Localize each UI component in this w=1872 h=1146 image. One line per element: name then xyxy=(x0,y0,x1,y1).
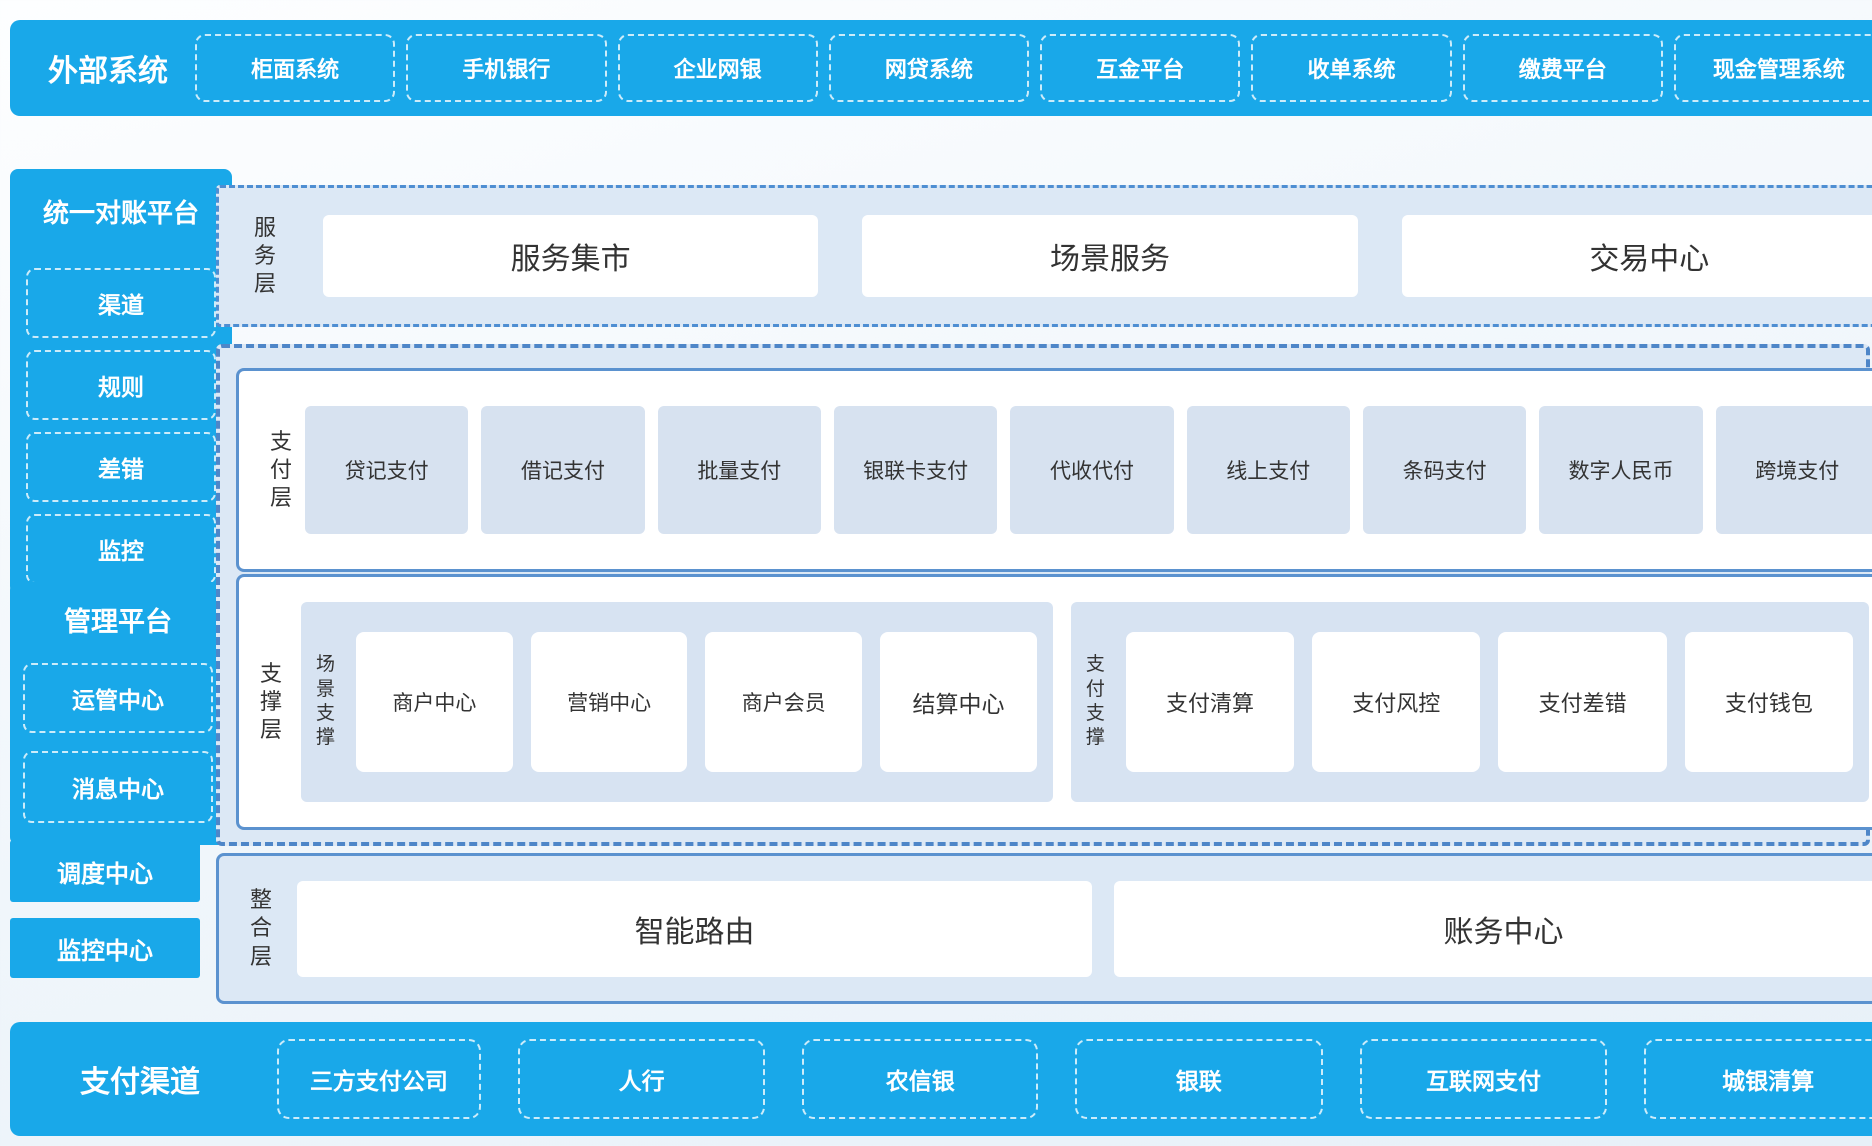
dispatch-center-block: 调度中心 xyxy=(10,840,200,902)
management-platform-panel: 管理平台 运管中心 消息中心 xyxy=(10,582,226,845)
service-layer-item: 服务集市 xyxy=(323,215,818,297)
payment-channels-bar: 支付渠道 三方支付公司 人行 农信银 银联 互联网支付 城银清算 xyxy=(10,1022,1872,1136)
payment-support-label: 支付支撑 xyxy=(1083,653,1108,750)
external-system-item: 企业网银 xyxy=(618,34,818,102)
scene-support-item: 商户会员 xyxy=(705,632,862,772)
payment-support-item: 支付风控 xyxy=(1312,632,1480,772)
payment-layer-label: 支付层 xyxy=(267,428,295,512)
management-item: 运管中心 xyxy=(23,663,213,733)
management-platform-title: 管理平台 xyxy=(23,600,213,639)
external-systems-bar: 外部系统 柜面系统 手机银行 企业网银 网贷系统 互金平台 收单系统 缴费平台 … xyxy=(10,20,1872,116)
payment-layer-item: 批量支付 xyxy=(658,406,821,534)
payment-layer-item: 线上支付 xyxy=(1187,406,1350,534)
integration-layer-panel: 整合层 智能路由 账务中心 xyxy=(216,853,1872,1004)
scene-support-group: 场景支撑 商户中心 营销中心 商户会员 结算中心 xyxy=(301,602,1053,802)
support-layer-box: 支撑层 场景支撑 商户中心 营销中心 商户会员 结算中心 支付支撑 支付清算 支… xyxy=(236,574,1872,830)
payment-layer-item: 跨境支付 xyxy=(1716,406,1872,534)
payment-layer-box: 支付层 贷记支付 借记支付 批量支付 银联卡支付 代收代付 线上支付 条码支付 … xyxy=(236,368,1872,572)
support-layer-label: 支撑层 xyxy=(257,660,285,744)
management-item: 消息中心 xyxy=(23,751,213,823)
payment-layer-item: 条码支付 xyxy=(1363,406,1526,534)
reconciliation-item: 规则 xyxy=(26,350,216,420)
payment-layer-item: 代收代付 xyxy=(1010,406,1173,534)
payment-support-item: 支付钱包 xyxy=(1685,632,1853,772)
service-layer-item: 交易中心 xyxy=(1402,215,1872,297)
external-system-item: 收单系统 xyxy=(1251,34,1451,102)
external-system-item: 互金平台 xyxy=(1040,34,1240,102)
external-systems-title: 外部系统 xyxy=(32,46,184,90)
external-system-item: 柜面系统 xyxy=(195,34,395,102)
payment-layer-item: 银联卡支付 xyxy=(834,406,997,534)
external-system-item: 缴费平台 xyxy=(1463,34,1663,102)
integration-layer-item: 智能路由 xyxy=(297,881,1092,977)
integration-layer-item: 账务中心 xyxy=(1114,881,1872,977)
scene-support-label: 场景支撑 xyxy=(313,653,338,750)
payment-channel-item: 人行 xyxy=(518,1039,766,1119)
payment-channel-item: 银联 xyxy=(1075,1039,1323,1119)
payment-support-item: 支付清算 xyxy=(1126,632,1294,772)
payment-layer-item: 贷记支付 xyxy=(305,406,468,534)
payment-channel-item: 农信银 xyxy=(802,1039,1037,1119)
monitor-center-block: 监控中心 xyxy=(10,918,200,978)
payment-support-group: 支付支撑 支付清算 支付风控 支付差错 支付钱包 xyxy=(1071,602,1869,802)
service-layer-panel: 服务层 服务集市 场景服务 交易中心 xyxy=(216,185,1872,327)
payment-channels-title: 支付渠道 xyxy=(40,1057,240,1101)
core-layers-container: 支付层 贷记支付 借记支付 批量支付 银联卡支付 代收代付 线上支付 条码支付 … xyxy=(216,344,1870,846)
service-layer-item: 场景服务 xyxy=(862,215,1357,297)
reconciliation-platform-panel: 统一对账平台 渠道 规则 差错 监控 xyxy=(10,169,232,594)
integration-layer-label: 整合层 xyxy=(247,886,275,970)
external-system-item: 现金管理系统 xyxy=(1674,34,1872,102)
payment-layer-items: 贷记支付 借记支付 批量支付 银联卡支付 代收代付 线上支付 条码支付 数字人民… xyxy=(305,406,1872,534)
reconciliation-item: 监控 xyxy=(26,514,216,584)
external-system-item: 手机银行 xyxy=(406,34,606,102)
scene-support-item: 结算中心 xyxy=(880,632,1037,772)
payment-support-item: 支付差错 xyxy=(1498,632,1666,772)
external-system-item: 网贷系统 xyxy=(829,34,1029,102)
payment-channel-item: 互联网支付 xyxy=(1360,1039,1608,1119)
payment-layer-item: 数字人民币 xyxy=(1539,406,1702,534)
payment-layer-item: 借记支付 xyxy=(481,406,644,534)
payment-channel-item: 城银清算 xyxy=(1644,1039,1872,1119)
payment-channel-item: 三方支付公司 xyxy=(277,1039,481,1119)
scene-support-item: 营销中心 xyxy=(531,632,688,772)
service-layer-label: 服务层 xyxy=(251,214,279,298)
reconciliation-item: 渠道 xyxy=(26,268,216,338)
reconciliation-platform-title: 统一对账平台 xyxy=(26,193,216,230)
reconciliation-item: 差错 xyxy=(26,432,216,502)
scene-support-item: 商户中心 xyxy=(356,632,513,772)
